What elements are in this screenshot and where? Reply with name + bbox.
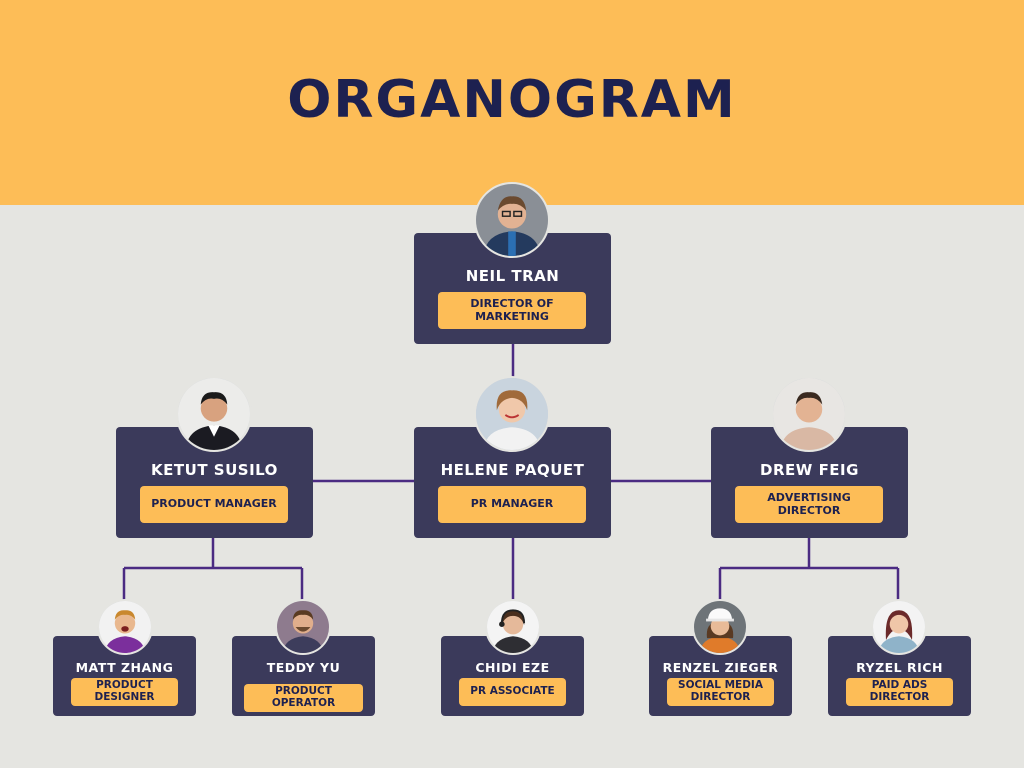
card-matt-zhang: MATT ZHANG PRODUCT DESIGNER — [53, 636, 196, 716]
name-ketut-susilo: KETUT SUSILO — [151, 461, 278, 479]
role-ryzel-rich: PAID ADS DIRECTOR — [846, 678, 953, 706]
role-teddy-yu: PRODUCT OPERATOR — [244, 684, 363, 712]
page-title: ORGANOGRAM — [287, 70, 737, 130]
woman-portrait-avatar — [871, 599, 927, 655]
woman-headset-avatar — [485, 599, 541, 655]
header-banner: ORGANOGRAM — [0, 0, 1024, 205]
name-drew-feig: DREW FEIG — [760, 461, 859, 479]
name-helene-paquet: HELENE PAQUET — [440, 461, 585, 479]
name-neil-tran: NEIL TRAN — [465, 267, 560, 285]
name-renzel-zieger: RENZEL ZIEGER — [662, 660, 779, 675]
woman-hardhat-avatar — [692, 599, 748, 655]
woman-smiling-avatar — [474, 376, 550, 452]
role-renzel-zieger: SOCIAL MEDIA DIRECTOR — [667, 678, 774, 706]
man-excited-avatar — [97, 599, 153, 655]
man-glasses-avatar — [474, 182, 550, 258]
role-drew-feig: ADVERTISING DIRECTOR — [735, 486, 883, 523]
role-helene-paquet: PR MANAGER — [438, 486, 586, 523]
man-suit-avatar — [176, 376, 252, 452]
role-neil-tran: DIRECTOR OF MARKETING — [438, 292, 586, 329]
name-teddy-yu: TEDDY YU — [266, 660, 341, 675]
role-matt-zhang: PRODUCT DESIGNER — [71, 678, 178, 706]
name-matt-zhang: MATT ZHANG — [75, 660, 174, 675]
role-chidi-eze: PR ASSOCIATE — [459, 678, 566, 706]
man-casual-avatar — [771, 376, 847, 452]
name-ryzel-rich: RYZEL RICH — [856, 660, 943, 675]
man-beard-avatar — [275, 599, 331, 655]
name-chidi-eze: CHIDI EZE — [475, 660, 550, 675]
role-ketut-susilo: PRODUCT MANAGER — [140, 486, 288, 523]
